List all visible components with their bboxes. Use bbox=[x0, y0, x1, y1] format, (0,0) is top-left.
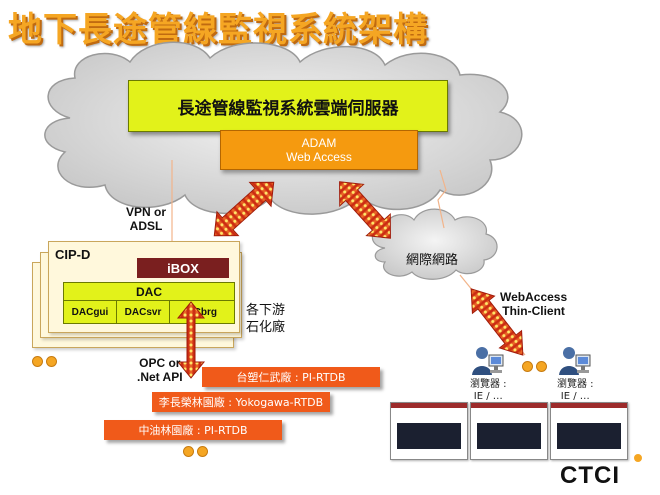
webaccess-label: Web Access bbox=[286, 150, 352, 164]
browser-line2: IE / … bbox=[560, 391, 590, 402]
cloud-server-box: 長途管線監視系統雲端伺服器 bbox=[128, 80, 448, 132]
dacsvr-box: DACsvr bbox=[116, 300, 170, 324]
more-dots bbox=[183, 446, 208, 457]
vpn-label: VPN or ADSL bbox=[126, 205, 166, 233]
browser-label: 瀏覽器 : IE / … bbox=[557, 379, 594, 403]
internet-cloud-icon bbox=[371, 208, 498, 280]
cip-title: CIP-D bbox=[55, 247, 91, 262]
screenshot-thumbnail bbox=[390, 402, 468, 460]
dot bbox=[183, 446, 194, 457]
logo-dot bbox=[634, 454, 642, 462]
webaccess-line2: Thin-Client bbox=[502, 304, 565, 318]
browser-line1: 瀏覽器 : bbox=[470, 379, 507, 390]
adam-webaccess-box: ADAM Web Access bbox=[220, 130, 418, 170]
vpn-label-line2: ADSL bbox=[129, 219, 163, 233]
screenshot-thumbnail bbox=[550, 402, 628, 460]
downstream-line1: 各下游 bbox=[246, 303, 286, 318]
opc-label: OPC or .Net API bbox=[137, 356, 183, 384]
user-pc-icon bbox=[559, 347, 591, 375]
dot bbox=[197, 446, 208, 457]
pcbrg-box: PCbrg bbox=[169, 300, 235, 324]
arrow-icon bbox=[339, 181, 391, 239]
dacgui-box: DACgui bbox=[63, 300, 117, 324]
opc-line1: OPC or bbox=[139, 356, 181, 370]
dot bbox=[46, 356, 57, 367]
lightning-icon bbox=[437, 169, 447, 229]
arrow-icon bbox=[213, 181, 275, 237]
more-dots bbox=[522, 361, 547, 372]
browser-label: 瀏覽器 : IE / … bbox=[470, 379, 507, 403]
webaccess-line1: WebAccess bbox=[500, 290, 568, 304]
plant-box: 李長榮林園廠 : Yokogawa-RTDB bbox=[152, 392, 330, 412]
browser-line2: IE / … bbox=[473, 391, 503, 402]
vpn-label-line1: VPN or bbox=[126, 205, 167, 219]
dac-box: DAC bbox=[63, 282, 235, 302]
arrow-icon bbox=[470, 288, 524, 356]
page-title: 地下長途管線監視系統架構 bbox=[8, 10, 428, 50]
thin-client-label: WebAccess Thin-Client bbox=[500, 290, 567, 318]
dot bbox=[536, 361, 547, 372]
dot bbox=[522, 361, 533, 372]
cip-card: CIP-D iBOX DAC DACgui DACsvr PCbrg bbox=[48, 241, 240, 333]
arrow-icon bbox=[176, 301, 206, 379]
screenshot-thumbnail bbox=[470, 402, 548, 460]
adam-label: ADAM bbox=[301, 136, 337, 150]
plant-box: 中油林園廠 : PI-RTDB bbox=[104, 420, 282, 440]
dot bbox=[32, 356, 43, 367]
downstream-line2: 石化廠 bbox=[246, 320, 286, 335]
ctci-logo: CTCI bbox=[560, 462, 620, 489]
browser-line1: 瀏覽器 : bbox=[557, 379, 594, 390]
more-dots bbox=[32, 356, 57, 367]
user-pc-icon bbox=[472, 347, 504, 375]
ibox-box: iBOX bbox=[137, 258, 229, 278]
downstream-label: 各下游 石化廠 bbox=[246, 302, 285, 336]
plant-box: 台塑仁武廠 : PI-RTDB bbox=[202, 367, 380, 387]
opc-line2: .Net API bbox=[137, 370, 183, 384]
internet-label: 網際網路 bbox=[406, 253, 459, 268]
